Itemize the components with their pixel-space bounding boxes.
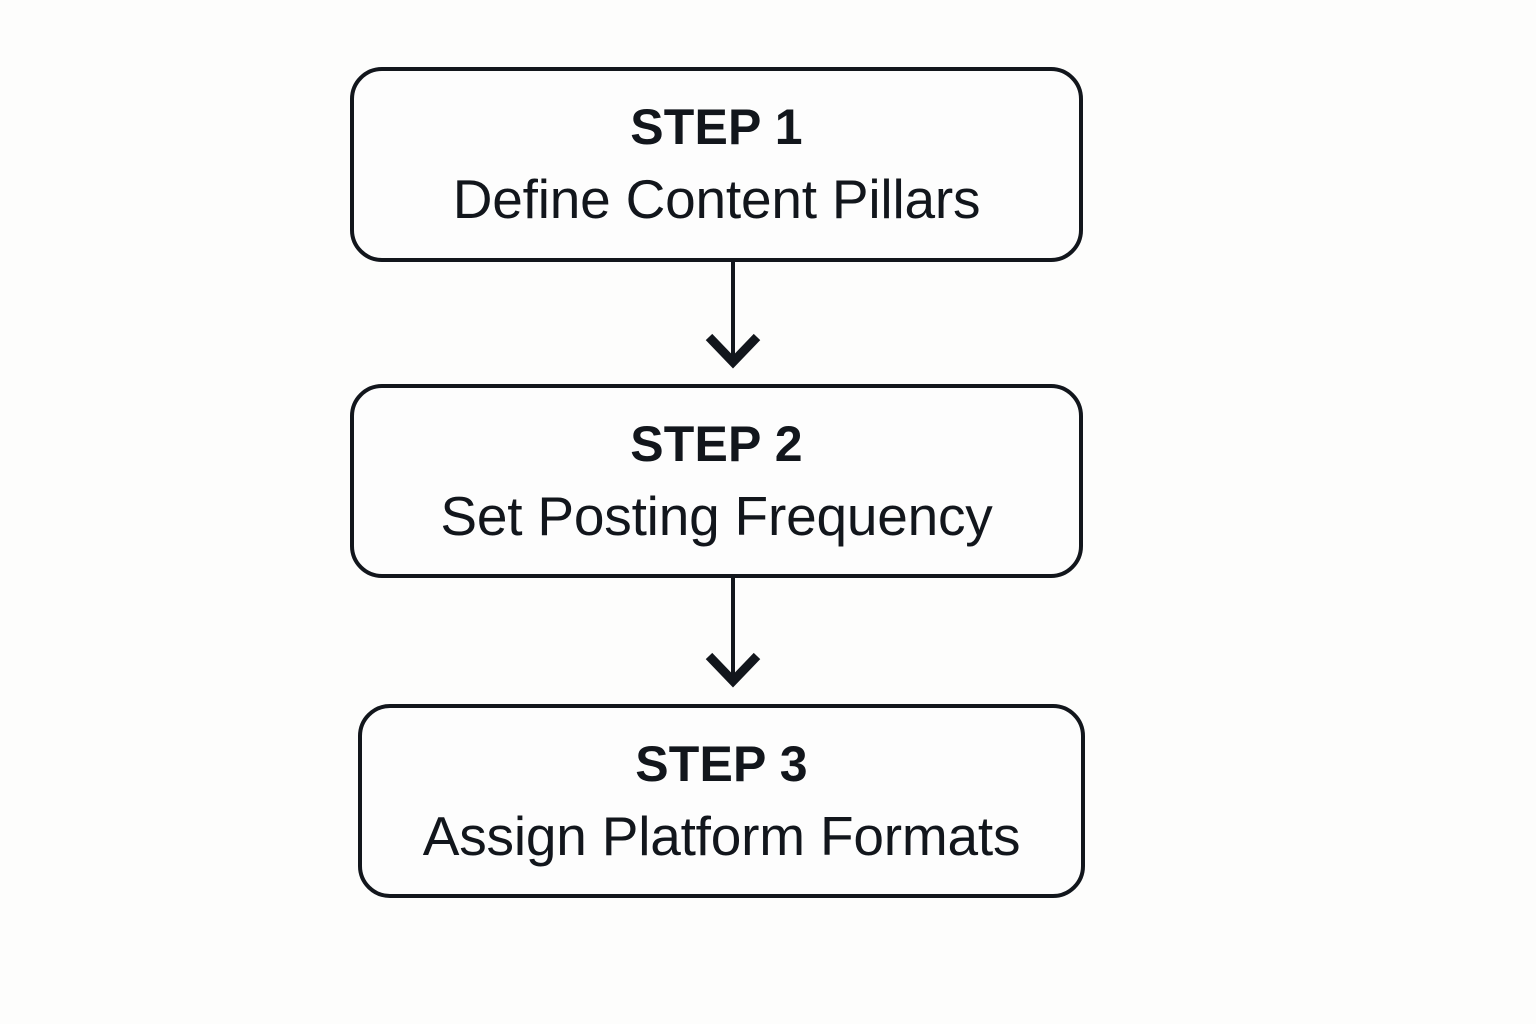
flow-node-step-1-title: Define Content Pillars [452,168,981,230]
flow-node-step-1[interactable]: STEP 1 Define Content Pillars [350,67,1083,262]
flow-node-step-1-step-label: STEP 1 [630,99,803,155]
flow-node-step-2-step-label: STEP 2 [630,415,803,472]
flow-node-step-2-title: Set Posting Frequency [440,484,993,547]
flow-node-step-3[interactable]: STEP 3 Assign Platform Formats [358,704,1085,898]
flow-node-step-3-title: Assign Platform Formats [422,804,1021,867]
flow-node-step-2[interactable]: STEP 2 Set Posting Frequency [350,384,1083,578]
flow-node-step-3-step-label: STEP 3 [635,735,808,792]
edge-step2-to-step3-arrowhead [705,652,761,688]
edge-step1-to-step2-arrowhead [705,333,761,369]
